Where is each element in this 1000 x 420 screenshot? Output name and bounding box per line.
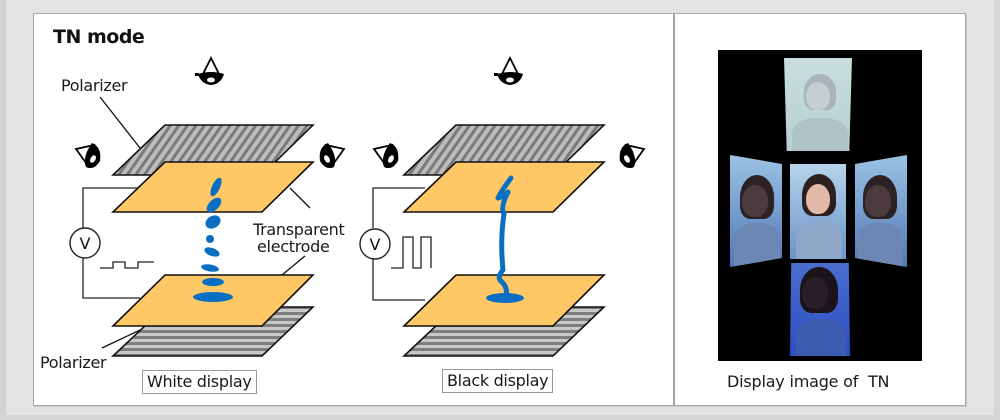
low-voltage-waveform xyxy=(100,261,154,269)
voltmeter-label: V xyxy=(80,234,91,253)
wire-top xyxy=(82,187,140,228)
wire-bottom xyxy=(82,258,140,299)
wire-top xyxy=(372,187,425,228)
eye-left-icon xyxy=(75,142,102,170)
polarizer-bottom-leader xyxy=(101,329,141,349)
frame-edge-right xyxy=(994,0,1000,420)
voltmeter-label: V xyxy=(370,235,381,254)
eye-top-icon xyxy=(493,57,524,86)
view-bottom xyxy=(790,263,850,356)
eye-right-icon xyxy=(618,142,645,170)
black-display-caption: Black display xyxy=(442,369,554,393)
panel-divider xyxy=(673,13,675,406)
display-image-photo xyxy=(718,50,922,361)
electrode-bottom-leader xyxy=(281,255,306,276)
high-voltage-waveform xyxy=(391,236,432,269)
eye-left-icon xyxy=(373,142,400,170)
white-display-caption: White display xyxy=(142,370,257,394)
eye-right-icon xyxy=(318,142,345,170)
eye-top-icon xyxy=(194,57,225,86)
transparent-electrode-label-1: Transparent xyxy=(253,220,345,239)
transparent-electrode-label-2: electrode xyxy=(257,237,330,256)
aligned-liquid-crystal xyxy=(486,175,524,303)
white-display-diagram: V xyxy=(69,57,345,357)
view-right xyxy=(855,155,907,267)
black-display-diagram: V xyxy=(359,57,645,357)
wire-bottom xyxy=(372,258,425,301)
frame-edge-bottom xyxy=(0,415,1000,420)
view-center xyxy=(790,164,846,259)
polarizer-top-leader xyxy=(99,96,141,149)
electrode-top-leader xyxy=(289,187,311,209)
voltmeter-icon xyxy=(69,227,101,259)
view-top xyxy=(784,58,852,151)
polarizer-top-label: Polarizer xyxy=(61,76,128,95)
voltmeter-icon xyxy=(359,228,391,260)
frame-edge-left xyxy=(0,0,6,420)
figure-title: TN mode xyxy=(53,26,145,48)
twisted-liquid-crystal xyxy=(193,177,233,302)
display-image-caption: Display image of TN xyxy=(727,372,890,391)
polarizer-bottom-label: Polarizer xyxy=(40,353,107,372)
view-left xyxy=(730,155,782,267)
